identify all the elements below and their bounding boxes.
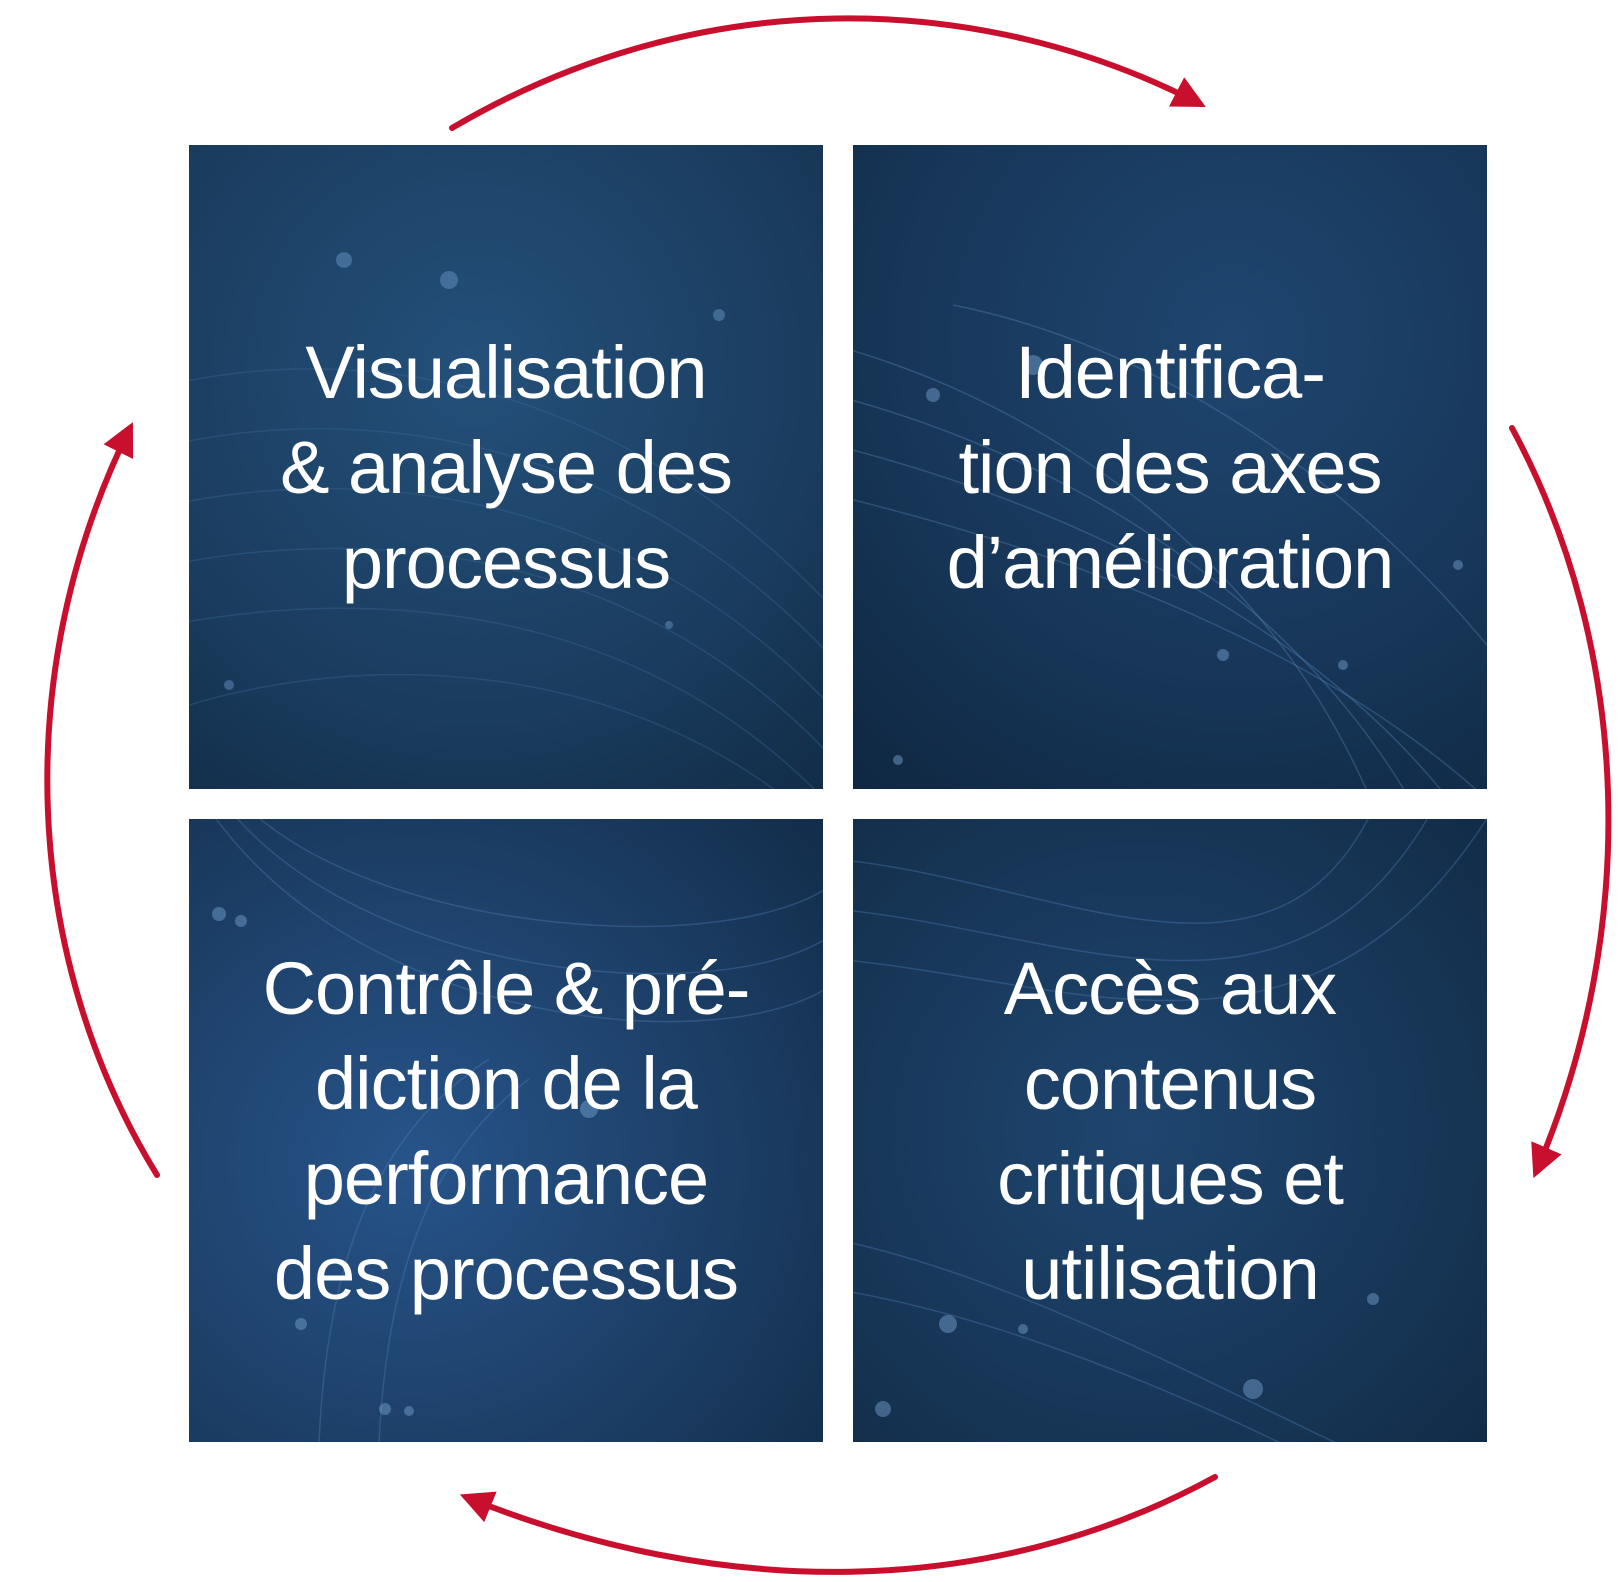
fiber-texture-bg	[853, 145, 1487, 789]
tile-label: Identifica- tion des axes d’amélioration	[946, 330, 1395, 604]
fiber-texture-bg	[189, 145, 823, 789]
arrow-top-icon	[449, 15, 1206, 131]
tile-process-visualization: Visualisation & analyse des processus	[189, 145, 823, 789]
fiber-texture-bg	[189, 819, 823, 1442]
tile-improvement-identification: Identifica- tion des axes d’amélioration	[853, 145, 1487, 789]
arrow-right-icon	[1509, 425, 1612, 1179]
tile-label: Accès aux contenus critiques et utilisat…	[997, 946, 1344, 1315]
fiber-texture-bg	[853, 819, 1487, 1442]
arrow-left-icon	[44, 422, 160, 1178]
tile-performance-control: Contrôle & pré- diction de la performanc…	[189, 819, 823, 1442]
tile-critical-content-access: Accès aux contenus critiques et utilisat…	[853, 819, 1487, 1442]
tile-label: Contrôle & pré- diction de la performanc…	[262, 946, 751, 1315]
tile-label: Visualisation & analyse des processus	[280, 330, 733, 604]
arrow-bottom-icon	[459, 1474, 1218, 1575]
